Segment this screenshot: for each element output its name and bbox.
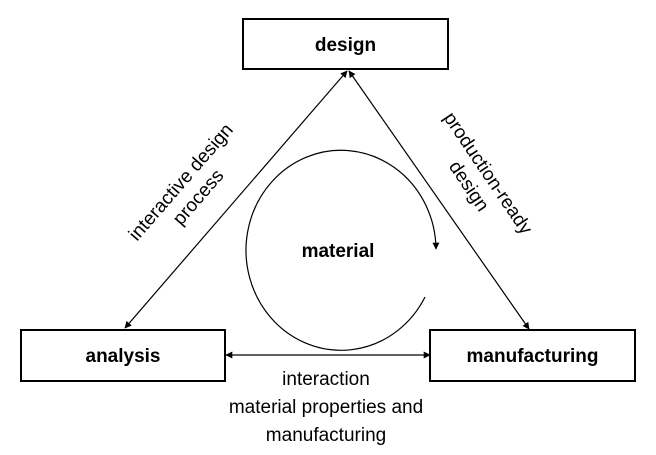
analysis-label: analysis <box>86 346 161 367</box>
arrow-analysis-design <box>124 70 348 329</box>
cycle-arrow <box>245 149 440 351</box>
design-label: design <box>315 35 376 56</box>
center-label: material <box>302 241 375 262</box>
manufacturing-label: manufacturing <box>467 346 599 367</box>
analysis-node: analysis <box>20 329 226 382</box>
manufacturing-node: manufacturing <box>429 329 636 382</box>
analysis-manufacturing-label: interaction material properties and manu… <box>229 369 423 446</box>
design-box <box>242 18 449 70</box>
analysis-manufacturing-label-line-2: material properties and <box>229 397 423 418</box>
analysis-manufacturing-label-line-3: manufacturing <box>266 425 386 446</box>
design-node: design <box>242 18 449 70</box>
arrow-design-manufacturing <box>348 70 530 330</box>
design-manufacturing-label: production-ready design <box>439 109 536 239</box>
manufacturing-box <box>429 329 636 382</box>
analysis-manufacturing-label-line-1: interaction <box>282 369 370 390</box>
analysis-box <box>20 329 226 382</box>
analysis-design-label: interactive design process <box>125 120 238 245</box>
